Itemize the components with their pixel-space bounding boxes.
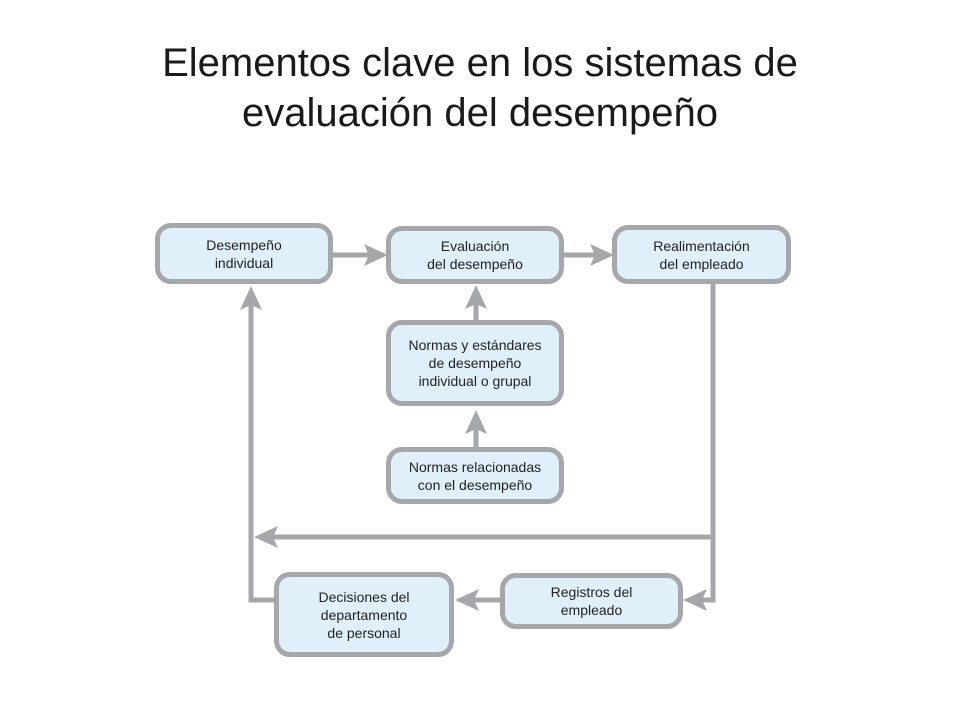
arrowhead-to-decisiones xyxy=(455,589,479,611)
node-evaluacion-line-2: del desempeño xyxy=(427,256,523,272)
node-normas-estandares: Normas y estándares de desempeño individ… xyxy=(386,320,564,406)
node-desempeno-individual: Desempeño individual xyxy=(155,223,333,284)
node-decisiones-personal: Decisiones del departamento de personal xyxy=(274,572,454,657)
node-realimentacion-line-2: del empleado xyxy=(659,255,744,272)
connector-decisiones-to-desempeno xyxy=(248,300,274,603)
node-normas-estandares-line-1: Normas y estándares xyxy=(408,337,542,353)
node-normas-relacionadas-line-2: con el desempeño xyxy=(417,476,533,493)
arrowhead-to-desempeno xyxy=(240,286,262,310)
node-registros-line-1: Registros del xyxy=(550,584,633,600)
node-registros-empleado: Registros del empleado xyxy=(500,573,683,629)
node-decisiones-line-3: de personal xyxy=(327,624,401,641)
arrowhead-to-realimentacion xyxy=(590,244,614,266)
node-normas-relacionadas-line-1: Normas relacionadas xyxy=(408,458,542,475)
connector-realimentacion-to-registros xyxy=(693,282,716,603)
node-normas-estandares-line-3: individual o grupal xyxy=(418,373,532,389)
node-desempeno-line-1: Desempeño xyxy=(206,236,282,253)
node-evaluacion-line-1: Evaluación xyxy=(440,238,510,254)
arrowhead-to-normas-estandares xyxy=(465,410,487,434)
arrowhead-to-evaluacion xyxy=(364,244,388,266)
node-normas-relacionadas: Normas relacionadas con el desempeño xyxy=(386,447,564,504)
arrowhead-to-evaluacion-bottom xyxy=(465,285,487,309)
arrowhead-to-registros xyxy=(683,589,707,611)
node-realimentacion-empleado: Realimentación del empleado xyxy=(612,225,791,284)
node-decisiones-line-2: departamento xyxy=(320,606,408,623)
slide-title-line-2: evaluación del desempeño xyxy=(242,91,718,135)
slide-title: Elementos clave en los sistemas de evalu… xyxy=(0,38,960,138)
node-decisiones-line-1: Decisiones del xyxy=(318,588,410,605)
node-realimentacion-line-1: Realimentación xyxy=(653,237,750,254)
node-normas-estandares-line-2: de desempeño xyxy=(428,355,522,371)
node-evaluacion-desempeno: Evaluación del desempeño xyxy=(386,226,564,284)
node-desempeno-line-2: individual xyxy=(214,254,274,271)
node-registros-line-2: empleado xyxy=(560,602,623,618)
arrowhead-feedback-return xyxy=(254,526,278,548)
slide-title-line-1: Elementos clave en los sistemas de xyxy=(162,41,798,85)
